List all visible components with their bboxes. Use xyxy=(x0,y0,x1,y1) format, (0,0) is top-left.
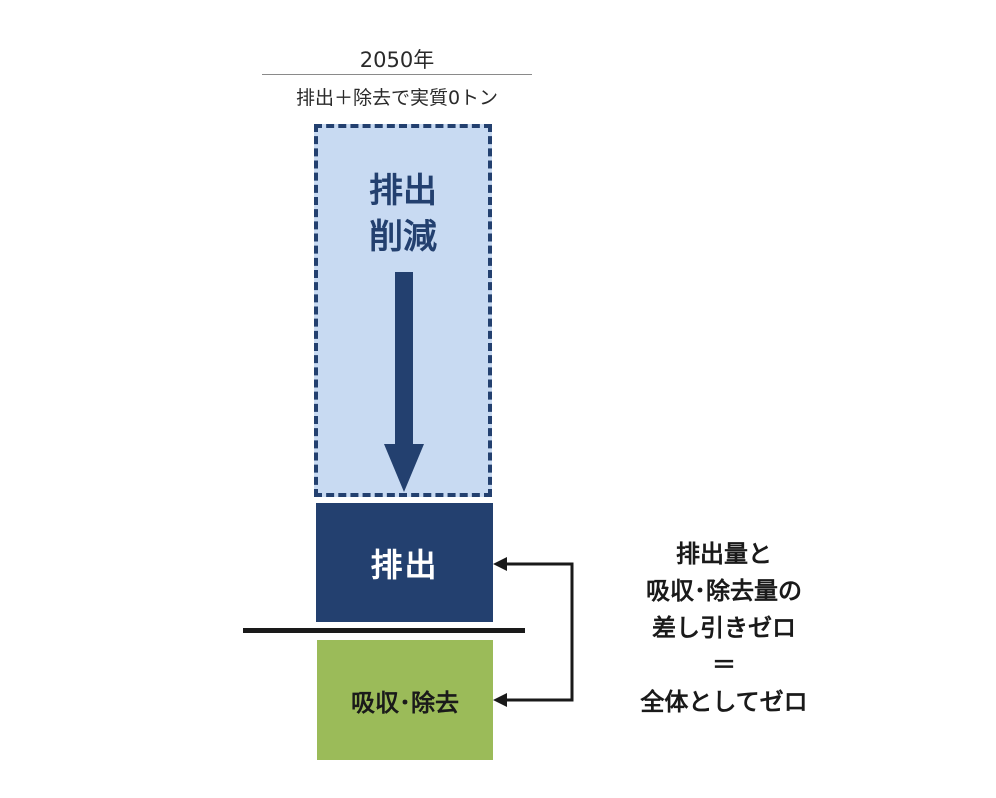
absorption-removal-box: 吸収･除去 xyxy=(317,640,493,760)
emission-reduction-line1: 排出 xyxy=(369,171,437,211)
left-arrow-head-icon xyxy=(493,557,507,571)
emission-reduction-line2: 削減 xyxy=(369,217,437,257)
year-subtitle: 排出＋除去で実質0トン xyxy=(295,87,499,109)
explanation-line2: 吸収･除去量の xyxy=(646,577,802,605)
year-divider xyxy=(262,74,532,75)
emission-label: 排出 xyxy=(370,545,439,584)
emission-box: 排出 xyxy=(316,503,493,622)
emission-reduction-label: 排出 削減 xyxy=(314,168,492,260)
explanation-line5: 全体としてゼロ xyxy=(640,688,808,716)
explanation-text: 排出量と 吸収･除去量の 差し引きゼロ ＝ 全体としてゼロ xyxy=(606,536,842,721)
zero-baseline xyxy=(243,628,525,633)
bracket-arrow-connector xyxy=(493,557,574,707)
left-arrow-head-icon xyxy=(493,693,507,707)
explanation-line3: 差し引きゼロ xyxy=(652,614,796,642)
down-arrow-icon xyxy=(384,272,424,492)
explanation-line4: ＝ xyxy=(712,651,736,679)
explanation-line1: 排出量と xyxy=(676,540,772,568)
absorption-removal-label: 吸収･除去 xyxy=(351,688,459,717)
year-label: 2050年 xyxy=(359,48,435,72)
